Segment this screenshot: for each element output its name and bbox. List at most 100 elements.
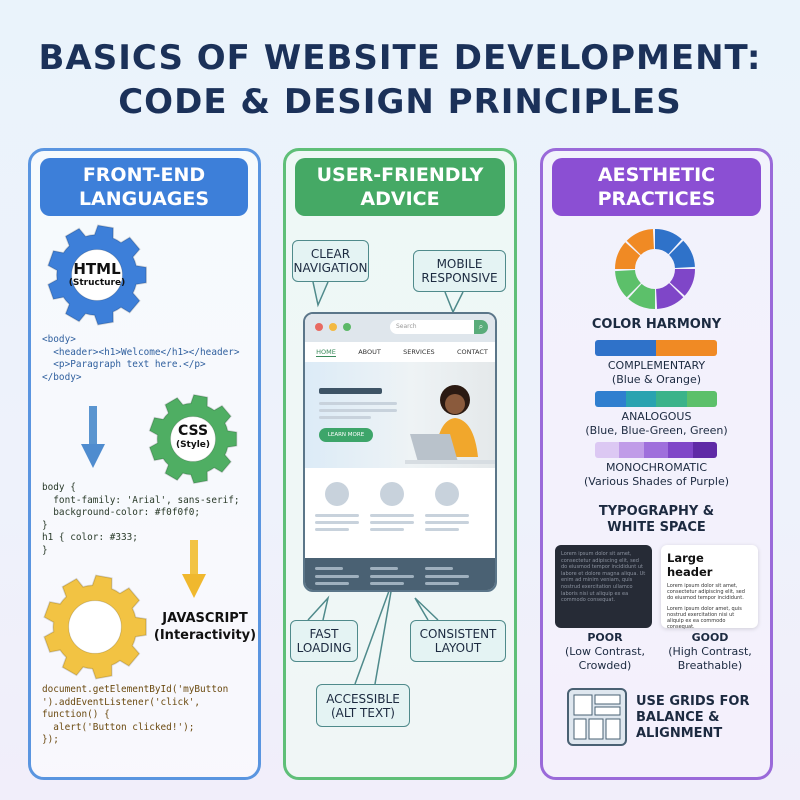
footer-section: [305, 558, 495, 590]
label-line: Crowded): [578, 659, 632, 672]
poor-label: POOR(Low Contrast,Crowded): [550, 631, 660, 673]
scheme-desc: (Blue & Orange): [611, 373, 702, 386]
search-input[interactable]: Search: [390, 320, 474, 334]
nav-link-contact[interactable]: CONTACT: [457, 348, 488, 356]
search-icon[interactable]: ⌕: [474, 320, 488, 334]
callout-accessible: ACCESSIBLE(ALT TEXT): [316, 684, 410, 727]
code-line: <header><h1>Welcome</h1></header>: [42, 346, 240, 358]
callout-text: LOADING: [296, 641, 352, 655]
text-placeholder: [425, 528, 459, 531]
gear-hub: [68, 600, 122, 654]
footer-link-placeholder: [370, 582, 404, 585]
color-wheel-icon: [615, 229, 695, 309]
code-line: }: [42, 519, 48, 531]
text-placeholder: [425, 521, 469, 524]
text-placeholder: [370, 514, 414, 517]
js-name: JAVASCRIPT: [162, 611, 248, 626]
text-placeholder: [315, 514, 359, 517]
color-swatch: [686, 340, 717, 356]
code-line: alert('Button clicked!');: [42, 721, 195, 733]
callout-text: RESPONSIVE: [421, 271, 498, 285]
callout-pointers: [307, 281, 464, 685]
color-swatch: [656, 340, 687, 356]
color-swatch: [595, 391, 626, 407]
code-line: background-color: #f0f0f0;: [42, 507, 201, 519]
css-gear-icon: [148, 393, 238, 485]
good-label: GOOD(High Contrast,Breathable): [656, 631, 764, 673]
close-dot-icon[interactable]: [315, 323, 323, 331]
poor-contrast-card: Lorem ipsum dolor sit amet, consectetur …: [555, 545, 652, 628]
learn-more-button[interactable]: LEARN MORE: [319, 428, 373, 442]
footer-link-placeholder: [425, 575, 469, 578]
paragraph: Lorem ipsum dolor sit amet, consectetur …: [667, 583, 745, 601]
minimize-dot-icon[interactable]: [329, 323, 337, 331]
hero-section: LEARN MORE: [305, 362, 495, 468]
color-swatch: [656, 391, 687, 407]
header-line: PRACTICES: [597, 188, 716, 210]
callout-text: (ALT TEXT): [330, 705, 395, 720]
scheme-desc: (Blue, Blue-Green, Green): [585, 424, 728, 437]
callout-text: CONSISTENT: [419, 627, 497, 641]
text-placeholder: [370, 528, 404, 531]
wheel-segment: [656, 283, 684, 309]
color-swatch: [692, 442, 717, 458]
code-line: font-family: 'Arial', sans-serif;: [42, 494, 240, 506]
code-line: <body>: [42, 334, 76, 345]
feature-icon-placeholder: [325, 482, 349, 506]
code-line: document.getElementById('myButton: [42, 684, 229, 695]
callout-text: MOBILE: [436, 257, 483, 271]
text-line: BALANCE &: [636, 710, 720, 725]
html-label: HTML(Structure): [62, 262, 132, 290]
color-swatch: [619, 442, 644, 458]
wheel-segment: [669, 240, 695, 268]
nav-link-services[interactable]: SERVICES: [403, 348, 435, 356]
footer-link-placeholder: [315, 567, 343, 570]
paragraph: Lorem ipsum dolor amet, quis nostrud exe…: [667, 606, 742, 630]
gear-hub: [71, 249, 123, 301]
footer-link-placeholder: [370, 575, 414, 578]
wheel-segment: [655, 229, 682, 255]
code-line: function() {: [42, 709, 110, 721]
callout-text: ACCESSIBLE: [326, 691, 400, 706]
nav-link-home[interactable]: HOME: [316, 347, 336, 357]
typography-heading: TYPOGRAPHY &WHITE SPACE: [550, 504, 763, 536]
js-gear-icon: [43, 574, 147, 680]
header-line: LANGUAGES: [78, 188, 210, 210]
color-swatch: [625, 391, 656, 407]
css-label: CSS(Style): [160, 424, 226, 452]
maximize-dot-icon[interactable]: [343, 323, 351, 331]
arrow-down-icon: [81, 406, 105, 468]
heading-line: WHITE SPACE: [607, 520, 706, 535]
footer-link-placeholder: [425, 567, 453, 570]
wheel-segment: [628, 283, 655, 309]
js-role: (Interactivity): [153, 628, 257, 643]
grid-layout-icon: [567, 688, 627, 746]
callout-text: CLEAR: [310, 247, 351, 261]
code-line: });: [42, 734, 59, 746]
code-line: <p>Paragraph text here.</p>: [42, 359, 206, 371]
css-code: body { font-family: 'Arial', sans-serif;…: [42, 482, 240, 558]
wheel-segment: [626, 229, 654, 255]
text-line: ALIGNMENT: [636, 726, 723, 741]
nav-link-about[interactable]: ABOUT: [358, 348, 381, 356]
html-gear-icon: [47, 224, 147, 326]
footer-link-placeholder: [315, 582, 349, 585]
arrow-down-icon: [182, 540, 206, 598]
heading-line: TYPOGRAPHY &: [598, 504, 715, 519]
color-swatch: [595, 340, 626, 356]
label-line: (Low Contrast,: [565, 645, 645, 658]
footer-link-placeholder: [425, 582, 459, 585]
feature-icon-placeholder: [435, 482, 459, 506]
header-line: AESTHETIC: [597, 164, 716, 186]
text-line: USE GRIDS FOR: [636, 694, 750, 709]
js-code: document.getElementById('myButton').addE…: [42, 684, 228, 747]
large-header: Large header: [667, 551, 713, 579]
text-placeholder: [315, 521, 359, 524]
wheel-segment: [669, 269, 695, 296]
